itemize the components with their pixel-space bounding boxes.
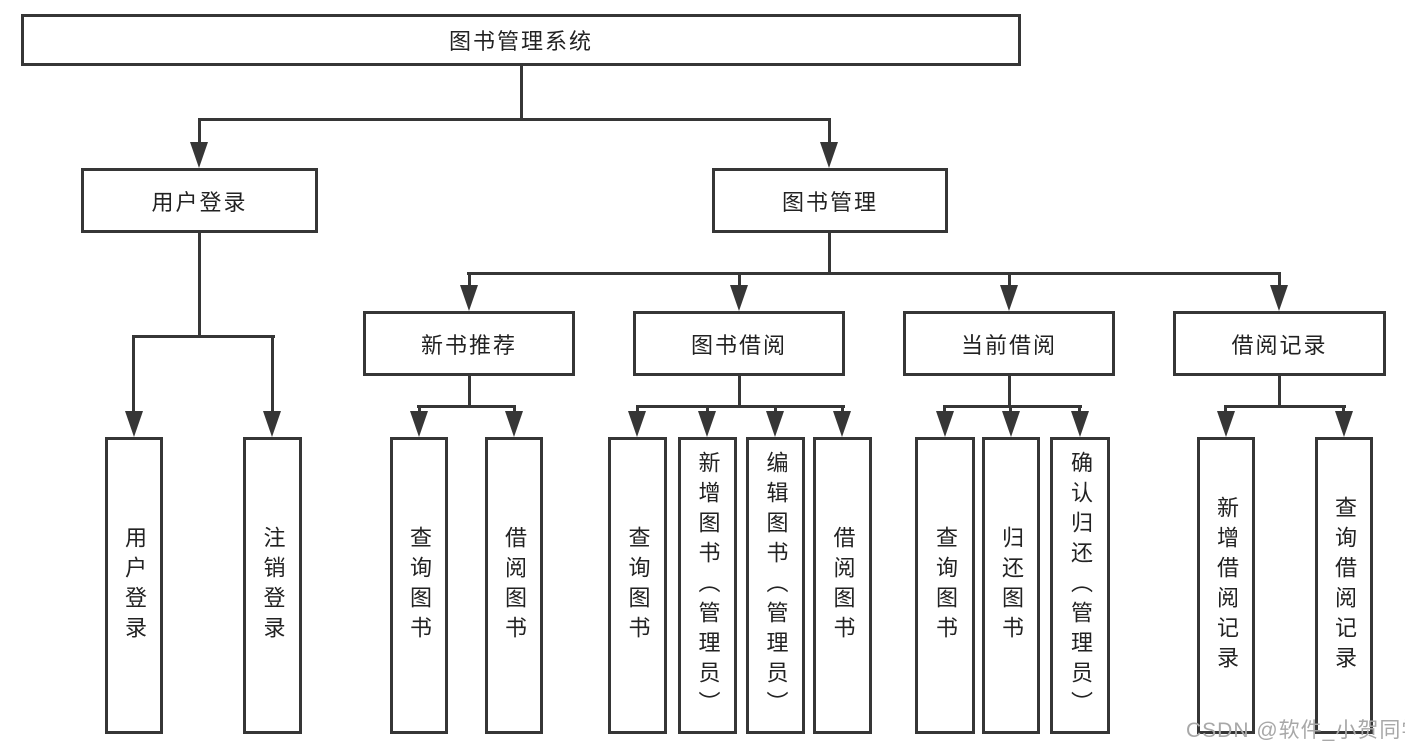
connector-line <box>774 405 777 415</box>
node-book-borrowing: 图书借阅 <box>633 311 845 376</box>
connector-line <box>1009 405 1012 415</box>
connector-line <box>1224 405 1346 408</box>
connector-line <box>132 335 135 417</box>
node-library-management-system: 图书管理系统 <box>21 14 1021 66</box>
arrow-down-icon <box>125 411 143 437</box>
node-borrowing-records: 借阅记录 <box>1173 311 1386 376</box>
arrow-down-icon <box>1217 411 1235 437</box>
node-add-books-admin: 新增图书（管理员） <box>678 437 737 734</box>
connector-line <box>198 233 201 338</box>
connector-line <box>1008 376 1011 408</box>
connector-line <box>468 376 471 408</box>
node-edit-books-admin: 编辑图书（管理员） <box>746 437 805 734</box>
node-query-books: 查询图书 <box>608 437 667 734</box>
node-add-borrowing-record: 新增借阅记录 <box>1197 437 1255 734</box>
connector-line <box>513 405 516 415</box>
arrow-down-icon <box>1000 285 1018 311</box>
connector-line <box>738 272 741 288</box>
arrow-down-icon <box>766 411 784 437</box>
arrow-down-icon <box>1335 411 1353 437</box>
connector-line <box>417 405 516 408</box>
connector-line <box>706 405 709 415</box>
connector-line <box>943 405 946 415</box>
connector-line <box>636 405 845 408</box>
node-book-management: 图书管理 <box>712 168 948 233</box>
connector-line <box>198 118 201 146</box>
arrow-down-icon <box>936 411 954 437</box>
connector-line <box>1008 272 1011 288</box>
node-borrow-books: 借阅图书 <box>485 437 543 734</box>
arrow-down-icon <box>1002 411 1020 437</box>
node-query-borrowing-record: 查询借阅记录 <box>1315 437 1373 734</box>
connector-line <box>468 272 471 288</box>
arrow-down-icon <box>730 285 748 311</box>
connector-line <box>271 335 274 417</box>
node-query-books: 查询图书 <box>390 437 448 734</box>
connector-line <box>1278 376 1281 408</box>
node-return-books: 归还图书 <box>982 437 1040 734</box>
connector-line <box>418 405 421 415</box>
connector-line <box>738 376 741 408</box>
connector-line <box>1278 272 1281 288</box>
connector-line <box>943 405 1082 408</box>
node-user-login-leaf: 用户登录 <box>105 437 163 734</box>
connector-line <box>467 272 1281 275</box>
node-logout: 注销登录 <box>243 437 302 734</box>
connector-line <box>841 405 844 415</box>
connector-line <box>1078 405 1081 415</box>
node-user-login: 用户登录 <box>81 168 318 233</box>
arrow-down-icon <box>460 285 478 311</box>
arrow-down-icon <box>1270 285 1288 311</box>
connector-line <box>636 405 639 415</box>
arrow-down-icon <box>628 411 646 437</box>
connector-line <box>1342 405 1345 415</box>
node-current-borrowing: 当前借阅 <box>903 311 1115 376</box>
watermark: CSDN @软件_小贺同学 <box>1186 719 1405 742</box>
node-borrow-books: 借阅图书 <box>813 437 872 734</box>
arrow-down-icon <box>833 411 851 437</box>
arrow-down-icon <box>698 411 716 437</box>
connector-line <box>520 66 523 118</box>
arrow-down-icon <box>263 411 281 437</box>
node-new-book-recommendation: 新书推荐 <box>363 311 575 376</box>
connector-line <box>828 233 831 275</box>
arrow-down-icon <box>190 142 208 168</box>
connector-line <box>198 118 831 121</box>
node-confirm-return-admin: 确认归还（管理员） <box>1050 437 1110 734</box>
arrow-down-icon <box>410 411 428 437</box>
node-query-books: 查询图书 <box>915 437 975 734</box>
arrow-down-icon <box>820 142 838 168</box>
connector-line <box>132 335 275 338</box>
arrow-down-icon <box>505 411 523 437</box>
connector-line <box>1224 405 1227 415</box>
arrow-down-icon <box>1071 411 1089 437</box>
connector-line <box>828 118 831 146</box>
